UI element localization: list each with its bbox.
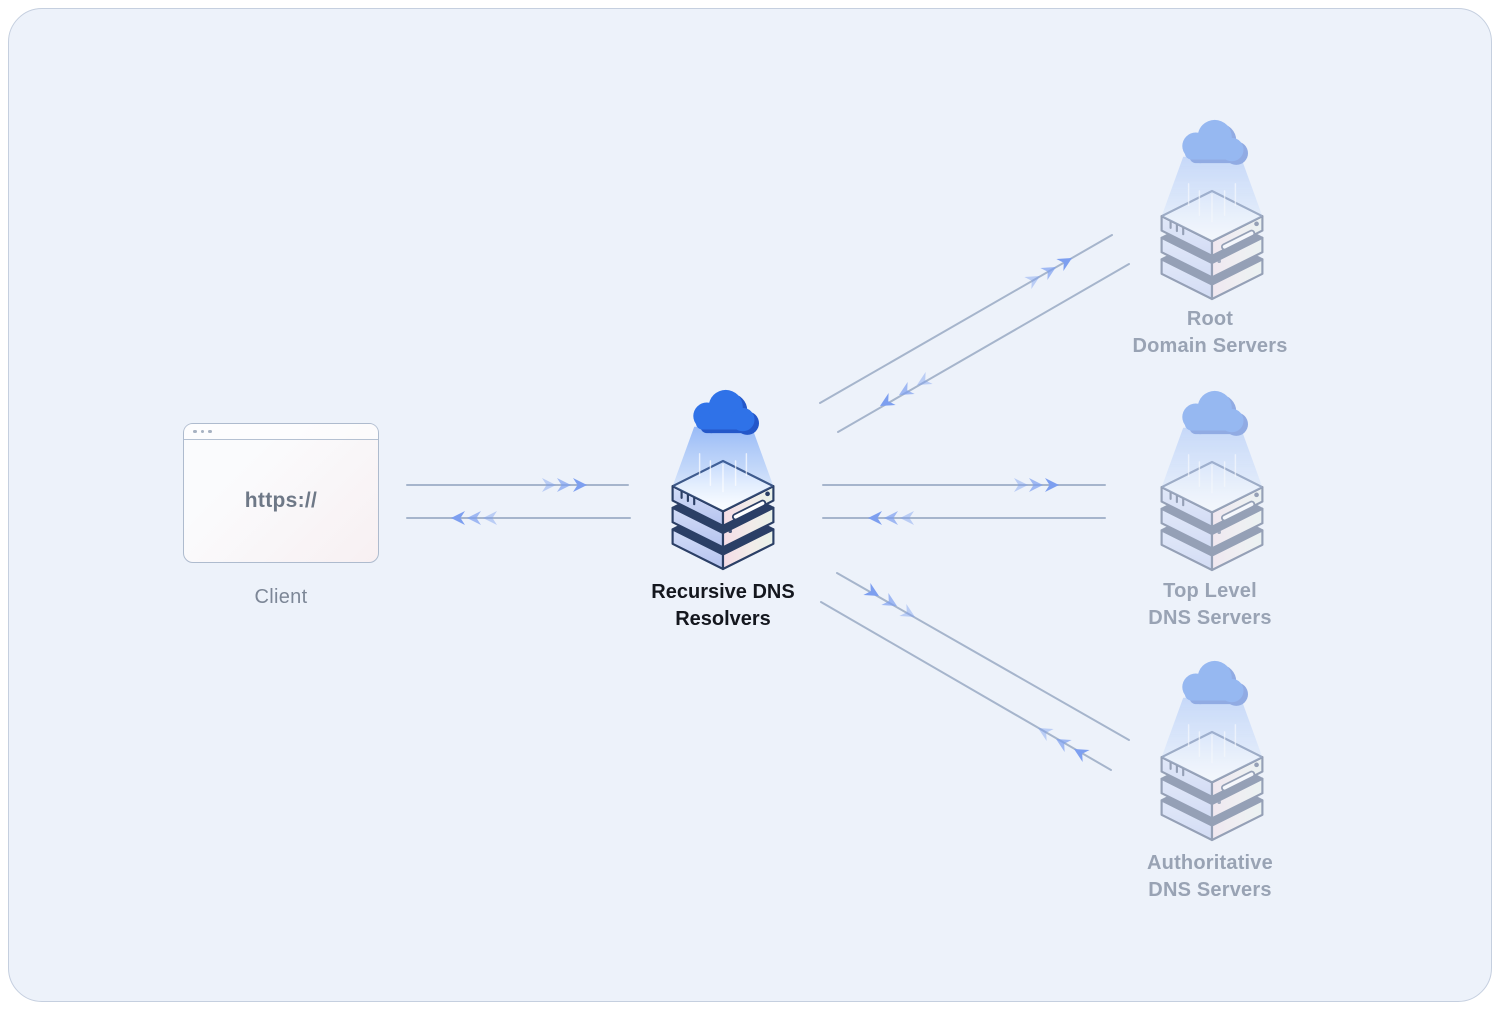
window-dot-icon (193, 429, 197, 434)
root-label-line2: Domain Servers (1132, 335, 1288, 357)
line-auth-to-resolver (820, 601, 1112, 771)
tld-server-label: Top Level DNS Servers (1085, 578, 1335, 632)
auth-label-line1: Authoritative (1147, 852, 1273, 874)
line-resolver-to-auth (836, 572, 1130, 741)
browser-title-bar (184, 424, 378, 440)
client-label: Client (254, 586, 308, 608)
recursive-resolver-server-icon (660, 380, 786, 574)
resolver-label: Recursive DNS Resolvers (597, 579, 849, 633)
resolver-label-line2: Resolvers (675, 608, 771, 630)
authoritative-server-label: Authoritative DNS Servers (1085, 850, 1335, 904)
root-server-label: Root Domain Servers (1085, 306, 1335, 360)
resolver-label-line1: Recursive DNS (651, 581, 795, 603)
client-browser-window: https:// (183, 423, 379, 563)
auth-label-line2: DNS Servers (1148, 879, 1272, 901)
root-domain-server-icon (1149, 110, 1275, 304)
authoritative-dns-server-icon (1149, 651, 1275, 845)
top-level-dns-server-icon (1149, 381, 1275, 575)
tld-label-line1: Top Level (1163, 580, 1257, 602)
line-resolver-to-root (819, 234, 1113, 404)
tld-label-line2: DNS Servers (1148, 607, 1272, 629)
window-dot-icon (208, 429, 212, 434)
browser-content: https:// (184, 440, 378, 562)
root-label-line1: Root (1186, 308, 1234, 330)
window-dot-icon (200, 429, 204, 434)
url-text: https:// (244, 489, 318, 512)
